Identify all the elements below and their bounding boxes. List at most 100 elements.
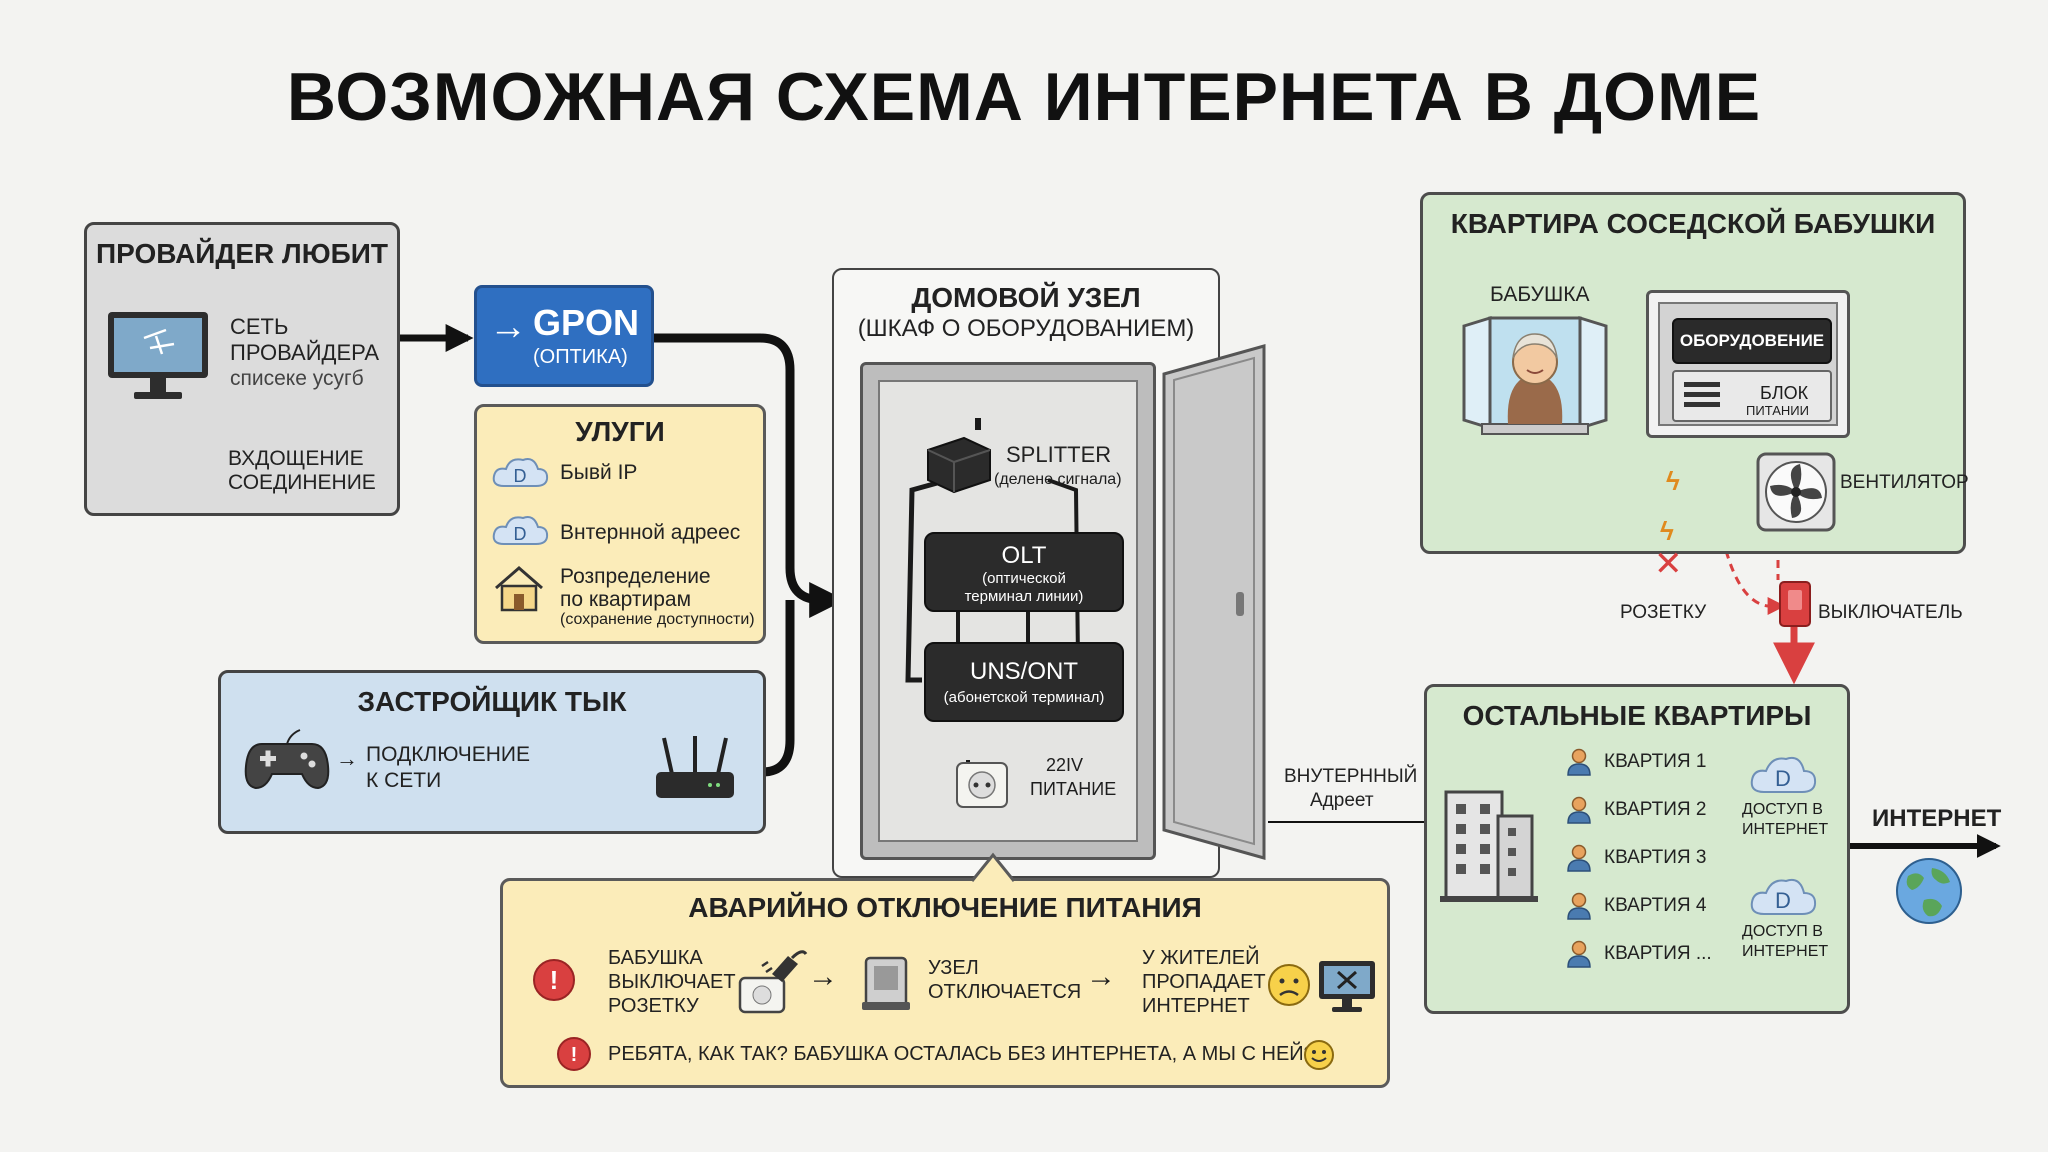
cloud-letter: D xyxy=(1775,888,1791,913)
service-distribution-l2: по квартирам xyxy=(560,588,692,611)
internet-label: ИНТЕРНЕТ xyxy=(1872,805,2002,832)
outage-step1-l2: ВЫКЛЮЧАЕТ xyxy=(608,971,736,993)
cloud-icon: D xyxy=(1750,756,1817,793)
ont-device: UNS/ONT (абонетской терминал) xyxy=(924,642,1124,722)
outage-arrow-1: → xyxy=(808,960,838,993)
alert-mark: ! xyxy=(550,965,559,995)
internal-line2: Адреет xyxy=(1310,790,1374,811)
access1-l1: ДОСТУП В xyxy=(1742,801,1823,818)
access2-l2: ИНТЕРНЕТ xyxy=(1742,943,1829,960)
psu-label1: БЛОК xyxy=(1760,383,1809,403)
gpon-to-node-line xyxy=(654,333,846,618)
monitor-icon xyxy=(108,312,208,399)
apartment-item: КВАРТИЯ 1 xyxy=(1566,748,1736,778)
service-distribution-l1: Розпределение xyxy=(560,565,711,588)
services-title: УЛУГИ xyxy=(575,416,665,447)
monitor-off-icon xyxy=(1319,961,1375,1012)
developer-connection-l1: ПОДКЛЮЧЕНИЕ xyxy=(366,743,530,766)
cloud-icon: D xyxy=(1750,878,1817,915)
router-icon xyxy=(656,736,734,798)
power-socket-icon xyxy=(956,762,1008,808)
provider-title: ПРОВАЙДЕR ЛЮБИТ xyxy=(96,238,388,269)
apartment-item: КВАРТИЯ 2 xyxy=(1566,796,1736,826)
apartment-item: КВАРТИЯ 3 xyxy=(1566,844,1736,874)
socket-label: РОЗЕТКУ xyxy=(1620,602,1707,623)
switch-icon xyxy=(1779,581,1811,627)
service-static-ip: Бывй IP xyxy=(560,461,638,484)
gpon-label: GPON xyxy=(533,302,640,343)
house-icon xyxy=(495,566,543,612)
cloud-icon: D xyxy=(492,458,549,487)
person-icon xyxy=(1567,940,1591,968)
psu-vent-icon xyxy=(1684,382,1720,407)
cross-icon: ✕ xyxy=(1654,545,1683,583)
provider-network-line2: ПРОВАЙДЕРА xyxy=(230,340,379,365)
olt-device: OLT (оптической терминал линии) xyxy=(924,532,1124,612)
fan-label: ВЕНТИЛЯТОР xyxy=(1840,472,1969,493)
psu-label2: ПИТАНИИ xyxy=(1746,403,1809,418)
granny-title: КВАРТИРА СОСЕДСКОЙ БАБУШКИ xyxy=(1450,208,1936,239)
olt-label: OLT xyxy=(1001,542,1047,569)
smile-icon xyxy=(1304,1040,1334,1070)
page-title: ВОЗМОЖНАЯ СХЕМА ИНТЕРНЕТА В ДОМЕ xyxy=(286,59,1762,135)
building-icon xyxy=(1440,790,1538,902)
person-icon xyxy=(1567,796,1591,824)
outage-step3-l3: ИНТЕРНЕТ xyxy=(1142,995,1250,1017)
provider-network-line3: списеке усугб xyxy=(230,367,364,390)
gamepad-icon xyxy=(244,729,330,790)
cloud-letter: D xyxy=(514,524,527,544)
splitter-device xyxy=(927,436,991,494)
alert-icon: ! xyxy=(557,1037,591,1071)
outage-step1-l1: БАБУШКА xyxy=(608,947,703,969)
apartment-label: КВАРТИЯ 3 xyxy=(1604,847,1707,868)
splitter-sub: (делене сигнала) xyxy=(994,471,1122,488)
globe-icon xyxy=(1896,858,1962,924)
outage-step3-l2: ПРОПАДАЕТ xyxy=(1142,971,1266,993)
node-title: ДОМОВОЙ УЗЕЛ xyxy=(911,282,1141,313)
power-voltage: 22IV xyxy=(1046,755,1084,775)
service-internal-address: Внтернной адреес xyxy=(560,521,741,544)
developer-to-node-line xyxy=(761,600,795,777)
granny-person-label: БАБУШКА xyxy=(1490,283,1590,306)
ont-label: UNS/ONT xyxy=(970,658,1078,685)
switch-label: ВЫКЛЮЧАТЕЛЬ xyxy=(1818,602,1963,623)
ont-sub: (абонетской терминал) xyxy=(943,689,1105,706)
apartment-label: КВАРТИЯ ... xyxy=(1604,943,1712,964)
cloud-letter: D xyxy=(514,466,527,486)
apartments-title: ОСТАЛЬНЫЕ КВАРТИРЫ xyxy=(1462,700,1812,731)
alert-mark: ! xyxy=(571,1044,578,1066)
outage-title: АВАРИЙНО ОТКЛЮЧЕНИЕ ПИТАНИЯ xyxy=(688,892,1202,923)
lightning-icon: ϟ xyxy=(1666,466,1680,496)
olt-sub2: терминал линии) xyxy=(964,588,1084,605)
outage-pointer xyxy=(970,852,1016,882)
person-icon xyxy=(1567,748,1591,776)
provider-network-line1: СЕТЬ xyxy=(230,314,289,339)
gpon-box: → GPON (ОПТИКА) xyxy=(474,285,654,387)
apartment-label: КВАРТИЯ 1 xyxy=(1604,751,1707,772)
node-off-icon xyxy=(862,956,910,1010)
outage-step2-l2: ОТКЛЮЧАЕТСЯ xyxy=(928,981,1082,1003)
splitter-label: SPLITTER xyxy=(1006,442,1112,467)
power-label: ПИТАНИЕ xyxy=(1030,779,1117,799)
developer-title: ЗАСТРОЙЩИК ТЫК xyxy=(357,686,627,717)
developer-small-arrow: → xyxy=(336,746,358,771)
lightning-icon: ϟ xyxy=(1660,516,1674,546)
outage-panel xyxy=(500,878,1390,1088)
cloud-icon: D xyxy=(492,516,549,545)
internal-line1: ВНУТЕРННЫЙ xyxy=(1284,766,1418,787)
sad-face-icon xyxy=(1268,964,1310,1006)
switch-dashed-line xyxy=(1708,439,1786,615)
gpon-arrow-icon: → xyxy=(489,306,527,348)
gpon-sub: (ОПТИКА) xyxy=(533,346,628,368)
node-subtitle: (ШКАФ О ОБОРУДОВАНИЕМ) xyxy=(857,315,1195,342)
outage-step1-l3: РОЗЕТКУ xyxy=(608,995,699,1017)
person-icon xyxy=(1567,844,1591,872)
cloud-letter: D xyxy=(1775,766,1791,791)
olt-sub1: (оптической xyxy=(982,570,1066,587)
outage-step2-l1: УЗЕЛ xyxy=(928,957,979,979)
incoming-line2: СОЕДИНЕНИЕ xyxy=(228,471,376,494)
person-icon xyxy=(1567,892,1591,920)
outage-arrow-2: → xyxy=(1086,960,1116,993)
cabinet-door xyxy=(1162,344,1266,860)
